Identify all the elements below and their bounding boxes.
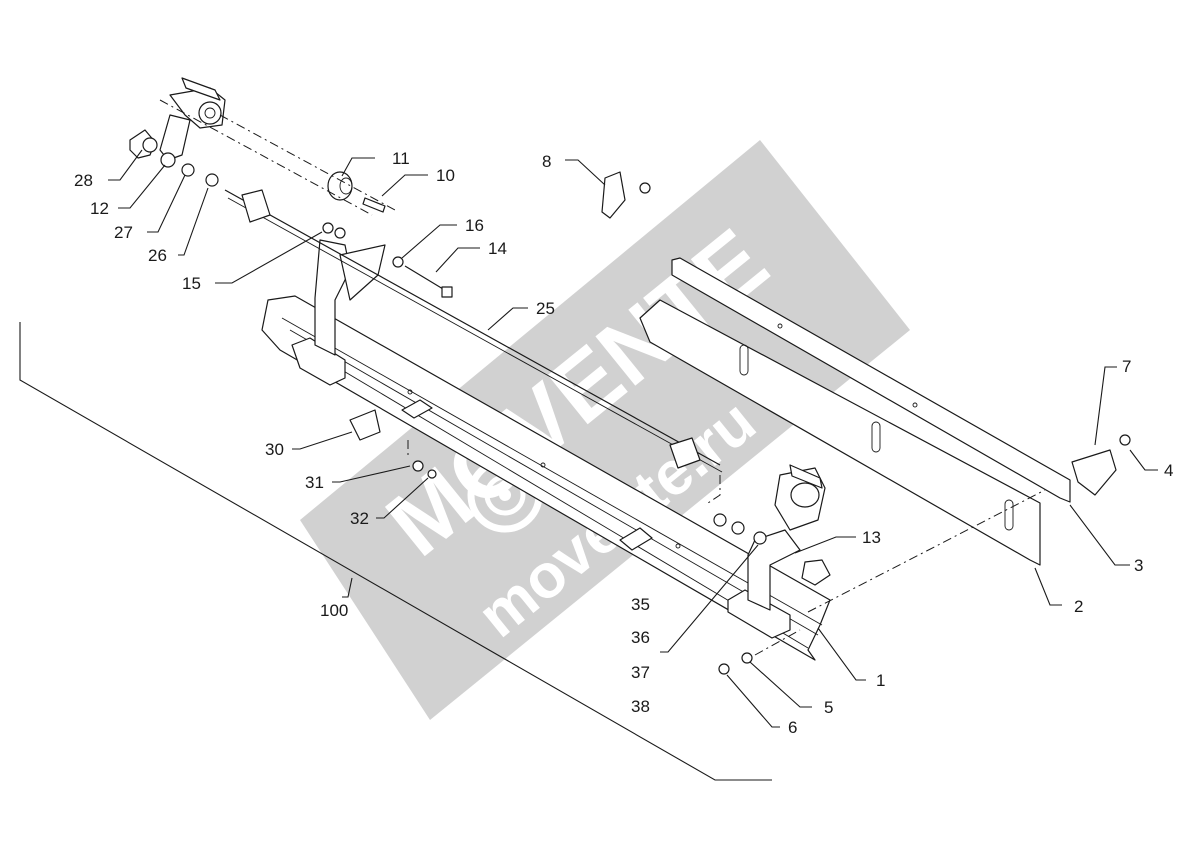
nut-31 [412,460,424,472]
right-hinge-arm [747,464,831,611]
label-27: 27 [114,223,133,242]
label-31: 31 [305,473,324,492]
label-14: 14 [488,239,507,258]
label-38: 38 [631,697,650,716]
handle-28 [129,129,158,159]
nut-6 [718,663,730,675]
nut-13a [713,513,727,527]
bushing-12 [160,152,176,168]
label-2: 2 [1074,597,1083,616]
label-7: 7 [1122,357,1131,376]
shaft-25 [224,189,723,473]
label-15: 15 [182,274,201,293]
bracket-30 [349,409,381,441]
cover-7 [1071,434,1131,496]
label-6: 6 [788,718,797,737]
washer-15b [334,227,346,239]
nut-13b [731,521,745,535]
washer-27 [181,163,195,177]
label-30: 30 [265,440,284,459]
label-26: 26 [148,246,167,265]
label-25: 25 [536,299,555,318]
screw-32 [427,469,437,479]
assembly-bracket-100 [19,322,772,781]
label-1: 1 [876,671,885,690]
pin-10 [362,197,386,213]
label-13: 13 [862,528,881,547]
label-4: 4 [1164,461,1173,480]
plate-3 [671,257,1071,503]
label-37: 37 [631,663,650,682]
label-36: 36 [631,628,650,647]
label-11: 11 [392,149,410,168]
label-10: 10 [436,166,455,185]
label-35: 35 [631,595,650,614]
label-16: 16 [465,216,484,235]
roller-11 [327,171,353,201]
part-labels: 11 10 28 12 27 26 15 16 14 25 8 7 4 3 2 … [74,149,1173,737]
latch-8 [601,171,651,219]
main-rail [261,295,831,661]
label-28: 28 [74,171,93,190]
label-5: 5 [824,698,833,717]
plate-2 [639,299,1041,566]
washer-26 [205,173,219,187]
alignment-lines [159,99,1046,656]
washer-5 [741,652,753,664]
label-3: 3 [1134,556,1143,575]
label-32: 32 [350,509,369,528]
bolt-14 [404,265,453,298]
label-100: 100 [320,601,348,620]
label-8: 8 [542,152,551,171]
leader-lines [108,149,1158,728]
label-12: 12 [90,199,109,218]
washer-16 [392,256,404,268]
washer-15a [322,222,334,234]
